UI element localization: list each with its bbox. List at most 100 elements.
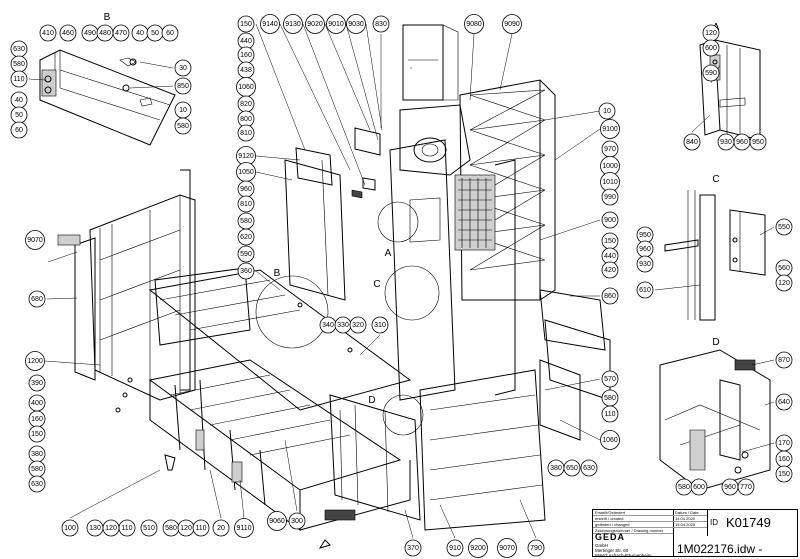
balloon-number: 620: [240, 234, 252, 241]
balloon-1200: 1200: [25, 351, 45, 371]
balloon-100: 100: [61, 519, 79, 537]
balloon-number: 10: [179, 107, 187, 114]
balloon-380: 380: [28, 445, 46, 463]
balloon-number: 580: [604, 395, 616, 402]
balloon-number: 960: [736, 139, 748, 146]
balloon-number: 930: [720, 139, 732, 146]
leader-lines: [28, 23, 775, 539]
balloon-580: 580: [237, 212, 255, 230]
balloon-circle: [371, 316, 389, 334]
balloon-960: 960: [636, 240, 654, 258]
balloon-9020: 9020: [305, 14, 325, 34]
balloon-1050: 1050: [236, 162, 256, 182]
detail-b-letter: B: [104, 12, 111, 23]
balloon-number: 130: [89, 525, 101, 532]
balloon-340: 340: [319, 316, 337, 334]
balloon-circle: [497, 538, 517, 558]
balloon-circle: [288, 512, 306, 530]
balloon-number: 590: [240, 251, 252, 258]
balloon-number: 440: [604, 253, 616, 260]
id-value: K01749: [726, 515, 771, 530]
balloon-630: 630: [10, 40, 28, 58]
balloon-number: 30: [179, 65, 187, 72]
balloon-9110: 9110: [234, 518, 254, 538]
balloon-circle: [601, 261, 619, 279]
detail-a-callout-letter: A: [385, 248, 392, 259]
balloon-circle: [702, 39, 720, 57]
balloon-circle: [580, 459, 598, 477]
balloon-number: 110: [13, 76, 24, 83]
balloon-number: 9120: [238, 153, 254, 160]
balloon-circle: [600, 119, 620, 139]
balloon-150: 150: [237, 15, 255, 33]
balloon-number: 960: [639, 246, 651, 253]
title-block-meta: Erstellt/Geändert erstellt / created geä…: [593, 510, 674, 558]
balloon-number: 110: [121, 525, 132, 532]
balloon-number: 950: [752, 139, 764, 146]
balloon-510: 510: [140, 519, 158, 537]
balloon-438: 438: [237, 61, 255, 79]
balloon-number: 1000: [602, 163, 618, 170]
balloon-number: 820: [240, 101, 252, 108]
balloon-circle: [140, 519, 158, 537]
balloon-number: 60: [15, 127, 23, 134]
balloon-60: 60: [161, 24, 179, 42]
balloon-580: 580: [162, 519, 180, 537]
balloon-820: 820: [237, 95, 255, 113]
balloon-circle: [161, 24, 179, 42]
balloon-number: 20: [217, 525, 225, 532]
balloon-590: 590: [702, 64, 720, 82]
balloon-number: 580: [165, 525, 177, 532]
balloon-number: 630: [13, 46, 25, 53]
balloon-number: 9200: [470, 545, 486, 552]
balloon-number: 160: [240, 52, 252, 59]
balloon-110: 110: [192, 519, 210, 537]
balloon-120: 120: [177, 519, 195, 537]
detail-d-callout-circle: [382, 394, 424, 436]
balloon-number: 1060: [238, 84, 254, 91]
balloon-9030: 9030: [346, 14, 366, 34]
balloon-870: 870: [775, 351, 793, 369]
balloon-number: 460: [62, 30, 74, 37]
balloon-circle: [749, 133, 767, 151]
balloon-40: 40: [131, 24, 149, 42]
balloon-number: 860: [604, 293, 616, 300]
balloon-number: 560: [778, 265, 790, 272]
balloon-590: 590: [237, 245, 255, 263]
title-block-row: geändert / changed: [593, 522, 673, 528]
balloon-120: 120: [775, 274, 793, 292]
balloon-circle: [468, 538, 488, 558]
balloon-number: 50: [15, 112, 23, 119]
company-address: GmbH Mertinger Str. 60 86663 Asbach-Bäum…: [595, 543, 652, 558]
balloon-circle: [283, 14, 303, 34]
balloon-770: 770: [737, 478, 755, 496]
balloon-circle: [28, 475, 46, 493]
balloon-620: 620: [237, 228, 255, 246]
balloon-number: 310: [374, 322, 386, 329]
detail-d-view: D: [659, 337, 771, 491]
balloon-circle: [237, 262, 255, 280]
balloon-circle: [601, 370, 619, 388]
balloon-number: 950: [639, 232, 651, 239]
company-name: GmbH: [595, 543, 609, 548]
balloon-570: 570: [601, 370, 619, 388]
balloon-480: 480: [96, 24, 114, 42]
balloon-460: 460: [59, 24, 77, 42]
balloon-number: 60: [166, 30, 174, 37]
balloon-number: 600: [693, 484, 705, 491]
balloon-60: 60: [10, 121, 28, 139]
balloon-circle: [237, 15, 255, 33]
balloon-970: 970: [601, 140, 619, 158]
balloon-9130: 9130: [283, 14, 303, 34]
balloon-900: 900: [601, 211, 619, 229]
balloon-610: 610: [636, 281, 654, 299]
balloon-580: 580: [675, 478, 693, 496]
balloon-number: 170: [778, 440, 790, 447]
balloon-number: 900: [604, 217, 616, 224]
balloon-number: 300: [291, 518, 303, 525]
balloon-number: 590: [705, 70, 717, 77]
balloon-850: 850: [174, 77, 192, 95]
balloon-number: 870: [778, 357, 790, 364]
balloon-number: 610: [639, 287, 651, 294]
balloon-circle: [174, 59, 192, 77]
